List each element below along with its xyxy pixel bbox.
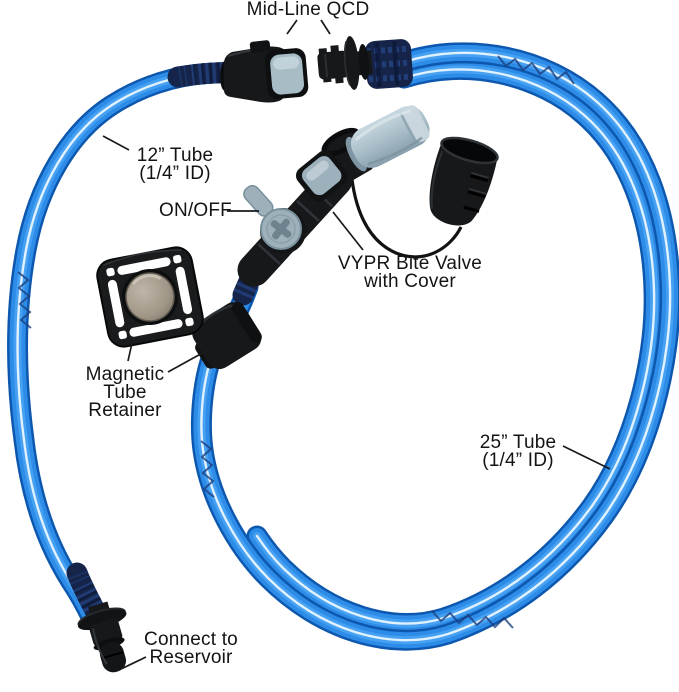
qcd-male — [317, 36, 374, 90]
leader-reservoir — [120, 656, 147, 670]
cap-tether — [349, 169, 463, 259]
label-25-tube: 25” Tube (1/4” ID) — [479, 432, 557, 471]
leader-tube-12 — [102, 135, 130, 151]
label-bite-valve: VYPR Bite Valve with Cover — [337, 253, 483, 292]
tube-clip — [192, 302, 262, 370]
bite-valve-cover-cap — [429, 136, 499, 226]
label-magnetic-retainer: Magnetic Tube Retainer — [85, 364, 165, 421]
valve-button — [295, 150, 349, 202]
leader-qcd-left — [286, 19, 298, 35]
leader-tube-25 — [562, 445, 611, 470]
leader-clip — [167, 350, 207, 373]
reservoir-connector — [77, 601, 127, 673]
label-12-tube: 12” Tube (1/4” ID) — [136, 145, 214, 184]
tube-branding-zigzag — [200, 440, 215, 498]
tube-12 — [7, 62, 245, 628]
bite-valve — [345, 105, 430, 172]
label-connect-reservoir: Connect to Reservoir — [144, 629, 238, 668]
tube-branding-zigzag — [17, 271, 32, 329]
on-off-cross — [270, 218, 292, 240]
qcd-female — [220, 40, 309, 103]
tube-25 — [190, 42, 679, 651]
magnet — [126, 273, 174, 321]
on-off-valve — [243, 184, 306, 254]
leader-bite-valve — [332, 211, 364, 251]
leader-qcd-right — [320, 19, 331, 35]
leader-lines — [102, 19, 611, 670]
bite-valve-assembly — [237, 105, 430, 287]
tube-branding-zigzag — [497, 55, 575, 85]
leader-retainer — [127, 342, 133, 362]
label-on-off: ON/OFF — [159, 200, 232, 221]
magnetic-tube-retainer — [96, 246, 204, 348]
label-mid-line-qcd: Mid-Line QCD — [246, 0, 370, 20]
tube-branding-zigzag — [431, 610, 514, 629]
